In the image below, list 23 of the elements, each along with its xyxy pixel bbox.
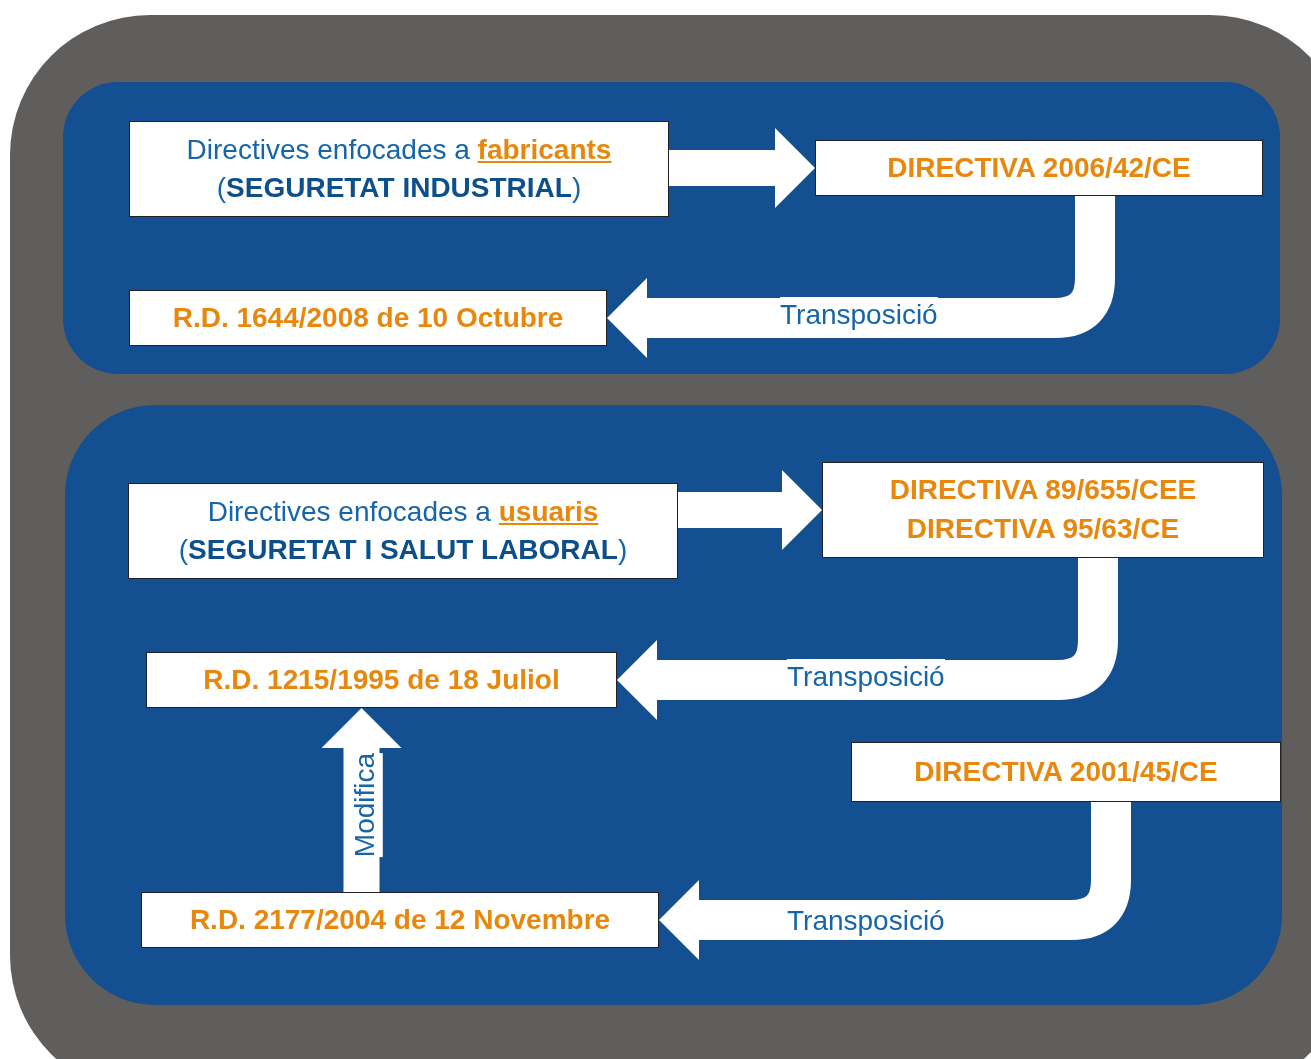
regulation-title: DIRECTIVA 89/655/CEE xyxy=(889,473,1197,508)
text-box xyxy=(129,290,607,346)
text-box xyxy=(141,892,659,948)
block-arrow xyxy=(678,470,822,550)
outer-panel xyxy=(10,15,1311,1059)
regulation-title: R.D. 2177/2004 de 12 Novembre xyxy=(189,902,611,937)
text-box xyxy=(822,462,1264,558)
text-box xyxy=(128,483,678,579)
text-box xyxy=(851,742,1281,802)
text-box xyxy=(146,652,617,708)
section-panel xyxy=(63,82,1280,374)
regulation-title: DIRECTIVA 95/63/CE xyxy=(906,512,1180,546)
regulation-title: DIRECTIVA 2006/42/CE xyxy=(887,150,1191,185)
regulation-title: DIRECTIVA 2001/45/CE xyxy=(914,754,1218,789)
block-arrow xyxy=(321,708,402,892)
description-text: Directives enfocades a fabricants (SEGURETAT INDUSTRIAL) xyxy=(185,133,613,205)
text-box xyxy=(815,140,1263,196)
description-text: Directives enfocades a usuaris (SEGURETAT I SALUT LABORAL) xyxy=(177,495,629,567)
text-box xyxy=(129,121,669,217)
section-panel xyxy=(65,405,1282,1005)
block-arrow xyxy=(669,128,815,208)
regulation-title: R.D. 1644/2008 de 10 Octubre xyxy=(172,300,564,335)
regulation-title: R.D. 1215/1995 de 18 Juliol xyxy=(203,662,560,697)
